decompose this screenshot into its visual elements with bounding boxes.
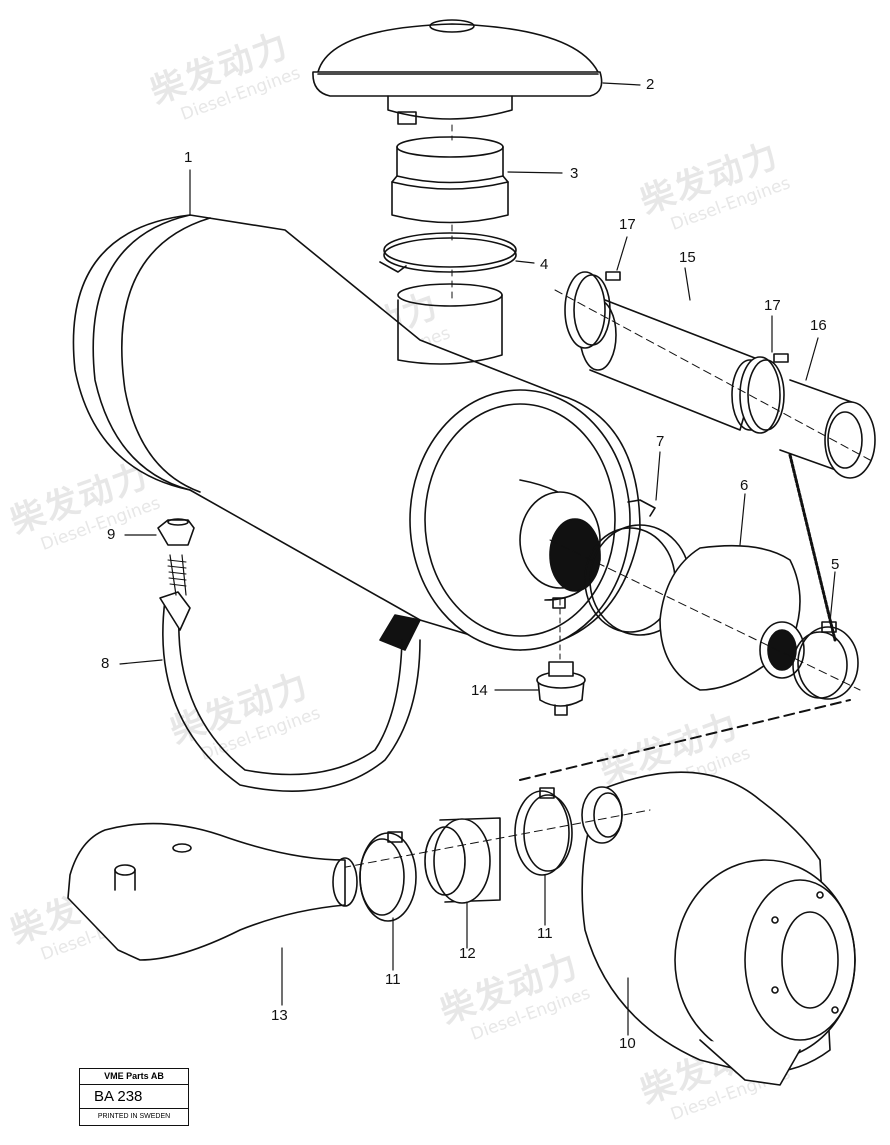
- callout-15: 15: [679, 249, 696, 266]
- part-3-sleeve: [391, 136, 509, 224]
- part-11-clamp-a: [359, 831, 417, 922]
- part-11-clamp-b: [514, 787, 573, 876]
- callout-5: 5: [831, 556, 840, 573]
- callout-9: 9: [107, 526, 116, 543]
- company-name: VME Parts AB: [80, 1069, 188, 1085]
- part-17-clamp-b: [739, 353, 789, 434]
- part-5-clamp: [792, 621, 859, 700]
- part-17-clamp-a: [564, 271, 621, 349]
- callout-7: 7: [656, 433, 665, 450]
- callout-17a: 17: [619, 216, 636, 233]
- callout-4: 4: [540, 256, 549, 273]
- part-9-nut: [157, 518, 195, 596]
- callout-12: 12: [459, 945, 476, 962]
- callout-3: 3: [570, 165, 579, 182]
- part-14-valve: [536, 597, 586, 716]
- callout-10: 10: [619, 1035, 636, 1052]
- part-8-strap: [159, 591, 421, 792]
- diagram-code: BA 238: [80, 1085, 188, 1109]
- leader-lines: [119, 82, 836, 1036]
- part-10-turbo: [581, 771, 856, 1086]
- part-16-hose: [779, 379, 876, 479]
- callout-11a: 11: [385, 971, 401, 988]
- part-12-sleeve: [424, 817, 501, 904]
- callout-8: 8: [101, 655, 110, 672]
- part-2-cap: [312, 19, 603, 125]
- part-13-elbow: [67, 822, 358, 961]
- part-4-clamp: [379, 232, 517, 273]
- part-6-reducer: [659, 544, 805, 691]
- callout-6: 6: [740, 477, 749, 494]
- callout-14: 14: [471, 682, 488, 699]
- part-1-filter-housing: [72, 214, 641, 651]
- callout-2: 2: [646, 76, 655, 93]
- callout-17b: 17: [764, 297, 781, 314]
- part-15-pipe: [579, 299, 769, 431]
- callout-13: 13: [271, 1007, 288, 1024]
- callout-16: 16: [810, 317, 827, 334]
- callout-11b: 11: [537, 925, 553, 942]
- callout-1: 1: [184, 149, 193, 166]
- printed-note: PRINTED IN SWEDEN: [97, 1113, 171, 1120]
- title-block: VME Parts AB BA 238 PRINTED IN SWEDEN: [79, 1068, 189, 1126]
